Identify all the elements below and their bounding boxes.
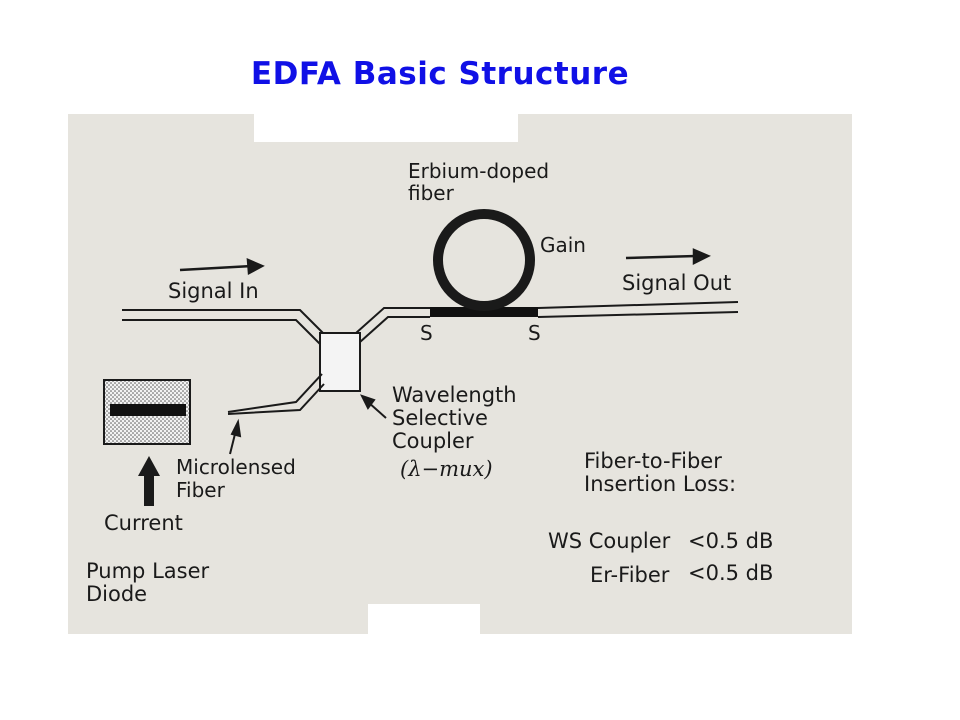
wsc-label: Wavelength Selective Coupler bbox=[392, 383, 517, 454]
signal-in-arrow bbox=[179, 258, 265, 276]
signal-out-label: Signal Out bbox=[622, 271, 732, 295]
pump-label: Pump Laser Diode bbox=[86, 559, 210, 607]
pump-laser-diode bbox=[103, 379, 191, 445]
lambda-mux-label: (λ−mux) bbox=[400, 457, 493, 481]
wsc-box bbox=[319, 332, 361, 392]
signal-out-arrow bbox=[625, 248, 711, 266]
white-patch-top bbox=[254, 108, 518, 142]
ws-coupler-value: <0.5 dB bbox=[688, 529, 774, 553]
output-fiber bbox=[537, 301, 739, 318]
ws-coupler-label: WS Coupler bbox=[548, 529, 671, 553]
er-fiber-value: <0.5 dB bbox=[688, 561, 774, 585]
erbium-section bbox=[430, 307, 538, 317]
white-patch-bottom bbox=[368, 604, 480, 636]
er-fiber-label: Er-Fiber bbox=[590, 563, 670, 587]
microlensed-pointer-arrow bbox=[229, 418, 242, 455]
coupler-output-fiber bbox=[355, 307, 430, 343]
diagram-figure bbox=[68, 114, 852, 634]
microlensed-label: Microlensed Fiber bbox=[176, 455, 296, 502]
splice-right-label: S bbox=[528, 321, 541, 345]
pump-fiber bbox=[227, 373, 325, 415]
current-arrow bbox=[138, 456, 160, 506]
gain-label: Gain bbox=[540, 233, 586, 257]
wsc-pointer-arrow bbox=[360, 394, 387, 419]
slide-title: EDFA Basic Structure bbox=[250, 56, 630, 92]
signal-in-label: Signal In bbox=[168, 279, 259, 303]
input-fiber bbox=[122, 309, 327, 345]
erbium-coil bbox=[433, 209, 535, 311]
splice-left-label: S bbox=[420, 321, 433, 345]
erbium-fiber-label: Erbium-doped fiber bbox=[408, 159, 550, 205]
current-label: Current bbox=[104, 511, 183, 535]
loss-title-label: Fiber-to-Fiber Insertion Loss: bbox=[584, 449, 737, 497]
